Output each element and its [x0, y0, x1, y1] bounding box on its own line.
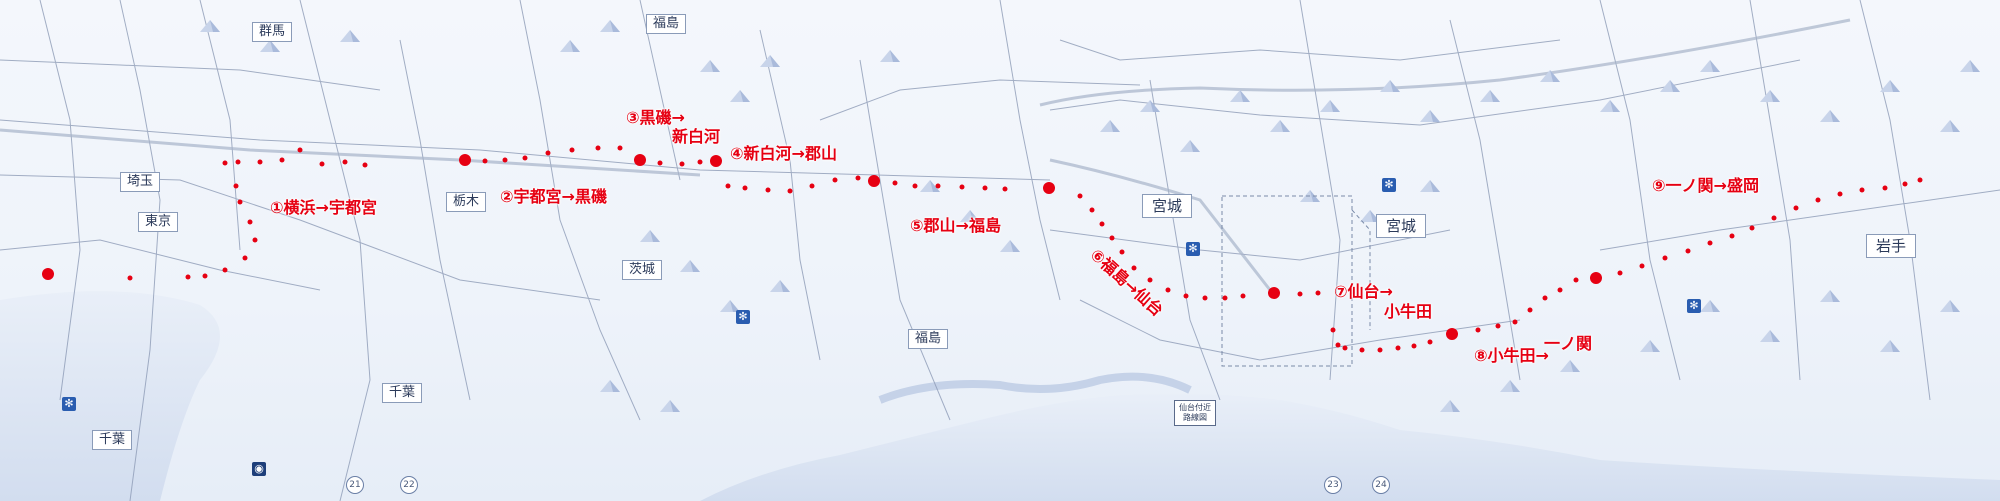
page-number-22: 22 — [400, 476, 418, 494]
pref-iwate: 岩手 — [1866, 234, 1917, 258]
snowflake-icon: ✻ — [62, 397, 76, 411]
pref-gunma: 群馬 — [252, 22, 293, 42]
page-number-24: 24 — [1372, 476, 1390, 494]
snowflake-icon: ✻ — [1687, 299, 1701, 313]
leg-label-8: ⑧小牛田→ — [1474, 346, 1549, 365]
leg-label-3b: 新白河 — [672, 127, 721, 146]
pacific-sea — [700, 393, 2000, 501]
sendai-reference-box[interactable]: 仙台付近 路線図 — [1174, 400, 1216, 426]
station-ichinoseki: 一ノ関 — [1544, 334, 1593, 353]
snowflake-icon: ✻ — [736, 310, 750, 324]
station-kogota: 小牛田 — [1384, 302, 1433, 321]
pref-ibaraki: 茨城 — [622, 260, 663, 280]
leg-label-5: ⑤郡山→福島 — [910, 216, 1001, 235]
train-icon: ◉ — [252, 462, 266, 476]
pref-saitama: 埼玉 — [120, 172, 161, 192]
leg-label-3a: ③黒磯→ — [626, 108, 685, 127]
leg-label-1: ①横浜→宇都宮 — [270, 198, 377, 217]
snowflake-icon: ✻ — [1382, 178, 1396, 192]
leg-label-7: ⑦仙台→ — [1334, 282, 1393, 301]
pref-chiba-1: 千葉 — [382, 383, 423, 403]
leg-label-9: ⑨一ノ関→盛岡 — [1652, 176, 1759, 195]
page-number-21: 21 — [346, 476, 364, 494]
route-dots — [42, 145, 1923, 353]
pref-chiba-2: 千葉 — [92, 430, 133, 450]
pref-tokyo: 東京 — [138, 212, 179, 232]
leg-label-2: ②宇都宮→黒磯 — [500, 187, 607, 206]
leg-label-4: ④新白河→郡山 — [730, 144, 837, 163]
snowflake-icon: ✻ — [1186, 242, 1200, 256]
page-number-23: 23 — [1324, 476, 1342, 494]
pref-miyagi-2: 宮城 — [1376, 214, 1427, 238]
pref-fukushima-north: 福島 — [646, 14, 687, 34]
tokyo-bay — [0, 291, 220, 501]
pref-tochigi: 栃木 — [446, 192, 487, 212]
mountain-icon — [200, 20, 1980, 412]
pref-miyagi-1: 宮城 — [1142, 194, 1193, 218]
reference-line-2: 路線図 — [1183, 413, 1207, 422]
pref-fukushima-south: 福島 — [908, 329, 949, 349]
reference-line-1: 仙台付近 — [1179, 403, 1211, 412]
